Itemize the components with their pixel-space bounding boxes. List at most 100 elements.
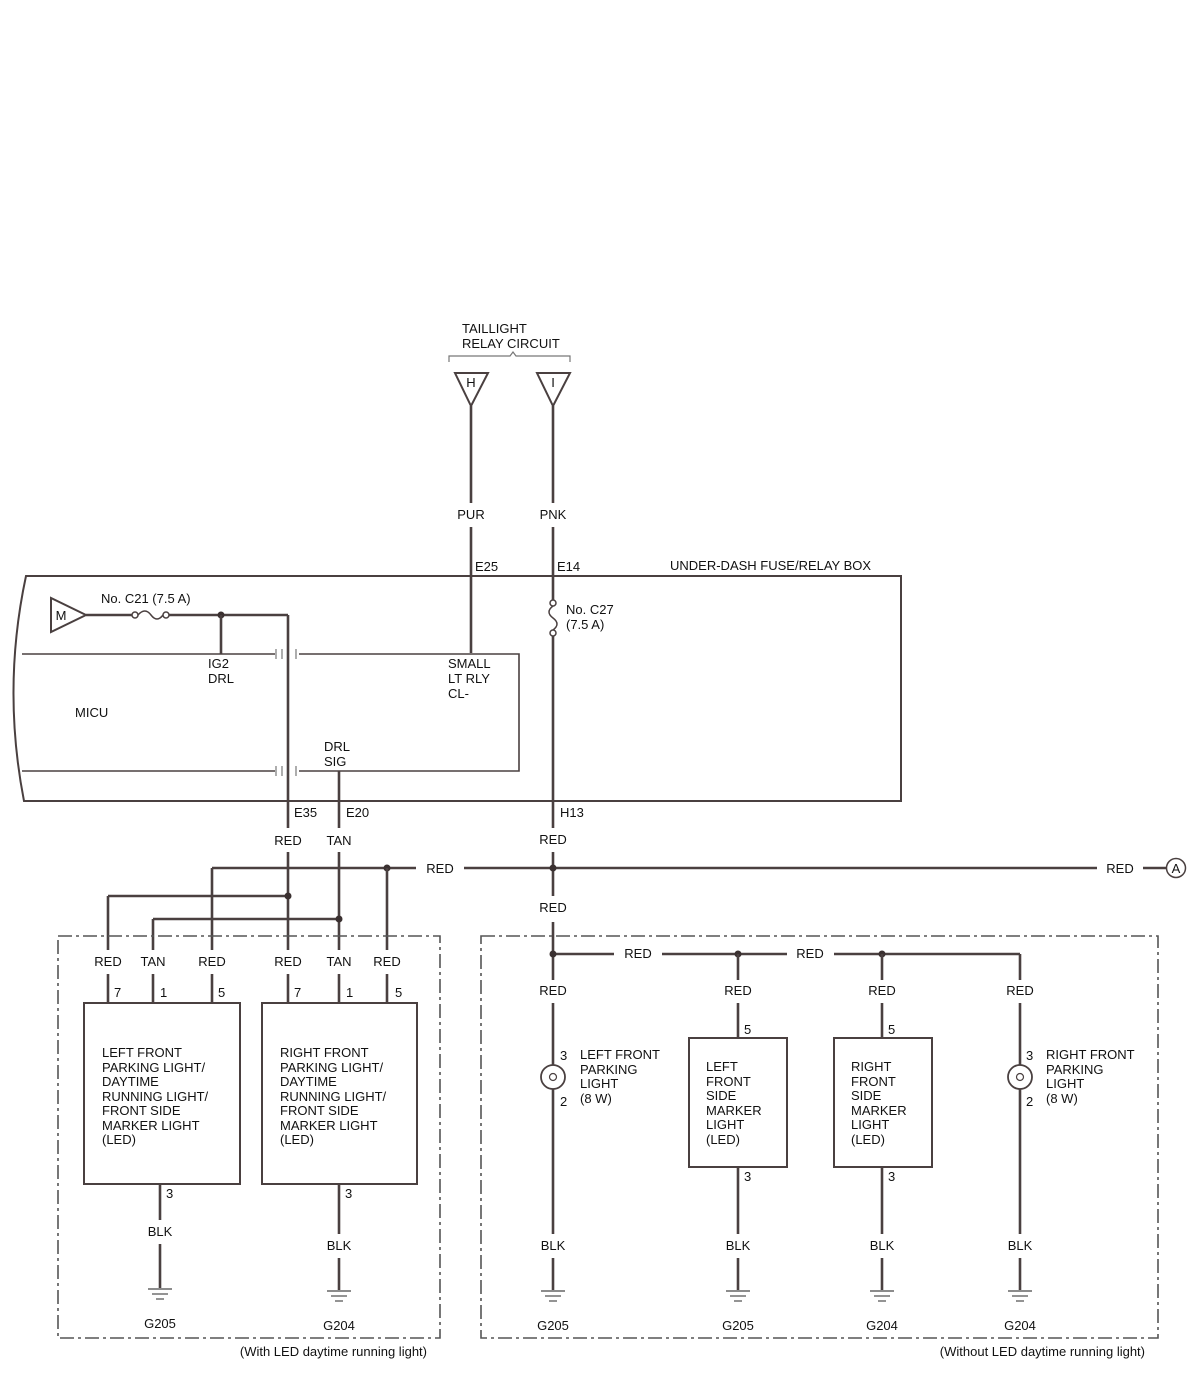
rfp-name-2: PARKING [1046, 1062, 1104, 1077]
drl-sig-label-1: DRL [324, 739, 350, 754]
micu-label: MICU [75, 705, 108, 720]
right-front-side-marker-light: RED 5 RIGHT FRONT SIDE MARKER LIGHT (LED… [833, 983, 933, 1333]
small-lt-rly-label-1: SMALL [448, 656, 491, 671]
wire-pur-label: PUR [457, 507, 484, 522]
left-front-parking-light: RED 3 2 LEFT FRONT PARKING LIGHT (8 W) B… [537, 983, 660, 1333]
lfp-pin-top: 3 [560, 1048, 567, 1063]
micu-break-marks [275, 649, 297, 776]
right-box-pin-3: 5 [395, 985, 402, 1000]
right-box-name-2: PARKING LIGHT/ [280, 1060, 383, 1075]
rfp-wire-top: RED [1006, 983, 1033, 998]
taillight-bracket [448, 351, 571, 362]
under-dash-fuse-relay-box: UNDER-DASH FUSE/RELAY BOX E25 E14 M No. … [12, 558, 902, 828]
lfp-name-1: LEFT FRONT [580, 1047, 660, 1062]
right-front-parking-drl-marker-light: RED TAN RED 7 1 5 RIGHT FRONT PARKING LI… [261, 954, 418, 1333]
wire-red-e35-label: RED [274, 833, 301, 848]
lfm-ground: G205 [722, 1318, 754, 1333]
taillight-relay-label-1: TAILLIGHT [462, 321, 527, 336]
without-led-section-border [480, 935, 1159, 1339]
rfm-wire-top: RED [868, 983, 895, 998]
rfp-name-3: LIGHT [1046, 1076, 1084, 1091]
ground-icon [870, 1290, 894, 1302]
lfm-gnd-wire: BLK [726, 1238, 751, 1253]
rfp-pin-top: 3 [1026, 1048, 1033, 1063]
junction-red-bus [549, 864, 557, 872]
lfm-wire-top: RED [724, 983, 751, 998]
lfm-pin-top: 5 [744, 1022, 751, 1037]
left-box-name-1: LEFT FRONT [102, 1045, 182, 1060]
junction-branch-1 [549, 950, 557, 958]
lfp-name-3: LIGHT [580, 1076, 618, 1091]
fuse-c27-label-1: No. C27 [566, 602, 614, 617]
branch-red-label-1: RED [624, 946, 651, 961]
rfm-pin-top: 5 [888, 1022, 895, 1037]
left-box-wire-3: RED [198, 954, 225, 969]
connector-i-label: I [551, 375, 555, 390]
left-box-name-6: MARKER LIGHT [102, 1118, 200, 1133]
wire-pnk-label: PNK [540, 507, 567, 522]
rfm-name-5: LIGHT [851, 1117, 889, 1132]
without-led-caption: (Without LED daytime running light) [940, 1344, 1145, 1359]
bulb-icon [540, 1064, 566, 1090]
lfm-name-3: SIDE [706, 1088, 737, 1103]
right-box-gnd-pin: 3 [345, 1186, 352, 1201]
red-down-label: RED [539, 900, 566, 915]
lfp-name-4: (8 W) [580, 1091, 612, 1106]
lfm-name-6: (LED) [706, 1132, 740, 1147]
rfp-gnd-wire: BLK [1008, 1238, 1033, 1253]
rfp-name-4: (8 W) [1046, 1091, 1078, 1106]
rfm-box [833, 1037, 933, 1168]
connector-m-label: M [56, 608, 67, 623]
left-box-pin-3: 5 [218, 985, 225, 1000]
lfp-pin-bottom: 2 [560, 1094, 567, 1109]
right-front-parking-light: RED 3 2 RIGHT FRONT PARKING LIGHT (8 W) … [1004, 983, 1135, 1333]
drl-sig-label-2: SIG [324, 754, 346, 769]
left-front-parking-drl-marker-light: RED TAN RED 7 1 5 LEFT FRONT PARKING LIG… [83, 954, 241, 1331]
lfp-ground: G205 [537, 1318, 569, 1333]
small-lt-rly-label-3: CL- [448, 686, 469, 701]
rfm-name-2: FRONT [851, 1074, 896, 1089]
red-to-a-label: RED [1106, 861, 1133, 876]
left-box-wire-2: TAN [140, 954, 165, 969]
rfm-gnd-wire: BLK [870, 1238, 895, 1253]
left-front-side-marker-light: RED 5 LEFT FRONT SIDE MARKER LIGHT (LED)… [688, 983, 788, 1333]
lfp-gnd-wire: BLK [541, 1238, 566, 1253]
fuse-c27-icon [548, 599, 558, 637]
junction-tan-e20 [335, 915, 343, 923]
rfm-ground: G204 [866, 1318, 898, 1333]
rfp-ground: G204 [1004, 1318, 1036, 1333]
lfm-box [688, 1037, 788, 1168]
right-box-wire-2: TAN [326, 954, 351, 969]
rfm-name-6: (LED) [851, 1132, 885, 1147]
right-box-name-1: RIGHT FRONT [280, 1045, 369, 1060]
lfm-pin-bottom: 3 [744, 1169, 751, 1184]
taillight-relay-label-2: RELAY CIRCUIT [462, 336, 560, 351]
terminal-e20: E20 [346, 805, 369, 820]
ground-icon [541, 1290, 565, 1302]
terminal-e14: E14 [557, 559, 580, 574]
right-box-name-7: (LED) [280, 1132, 314, 1147]
wire-red-h13-label: RED [539, 832, 566, 847]
left-box-gnd-pin: 3 [166, 1186, 173, 1201]
left-front-light-box [83, 1002, 241, 1185]
left-box-ground: G205 [144, 1316, 176, 1331]
rfm-name-3: SIDE [851, 1088, 882, 1103]
connector-a: A [1165, 857, 1187, 879]
right-front-light-box [261, 1002, 418, 1185]
lfm-name-5: LIGHT [706, 1117, 744, 1132]
micu-box [22, 653, 520, 772]
right-box-pin-2: 1 [346, 985, 353, 1000]
connector-h: H [453, 372, 490, 409]
ig2-drl-label-1: IG2 [208, 656, 229, 671]
left-box-name-3: DAYTIME [102, 1074, 159, 1089]
lfm-name-1: LEFT [706, 1059, 738, 1074]
left-box-name-5: FRONT SIDE [102, 1103, 181, 1118]
right-box-name-6: MARKER LIGHT [280, 1118, 378, 1133]
right-box-name-3: DAYTIME [280, 1074, 337, 1089]
taillight-relay-circuit: TAILLIGHT RELAY CIRCUIT H I [448, 321, 572, 409]
wire-tan-e20-label: TAN [326, 833, 351, 848]
rfp-pin-bottom: 2 [1026, 1094, 1033, 1109]
red-bus-label: RED [426, 861, 453, 876]
left-box-pin-2: 1 [160, 985, 167, 1000]
lfm-name-4: MARKER [706, 1103, 762, 1118]
